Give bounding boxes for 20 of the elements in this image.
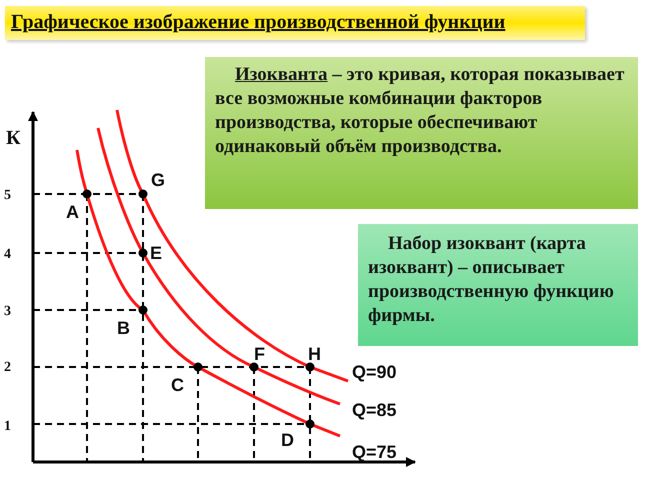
point-label: B (117, 318, 130, 338)
tick-label: 2 (4, 359, 11, 377)
tick-label: 4 (4, 246, 11, 264)
definition-text-box: Набор изоквант (карта изоквант) – описывает производственную функцию фирмы. (358, 224, 638, 346)
point-label: D (281, 430, 294, 450)
point-label: H (308, 344, 321, 364)
axis-label: К (6, 128, 21, 148)
point-label: E (150, 243, 162, 263)
curve-label: Q=75 (352, 442, 397, 462)
title: Графическое изображение производственной функции (11, 11, 506, 34)
curve-label: Q=90 (352, 362, 397, 382)
curve-label: Q=85 (352, 400, 397, 420)
tick-label: 3 (4, 303, 11, 321)
point-label: F (254, 344, 265, 364)
tick-label: 5 (4, 187, 11, 205)
point-label: G (151, 170, 166, 190)
definition-text-box: Изокванта – это кривая, которая показывает все возможные комбинации факторов производства, которые обеспечивают одинаковый объём производства. (205, 57, 638, 209)
point-label: A (66, 202, 79, 222)
tick-label: 1 (4, 418, 11, 436)
point-label: C (171, 375, 184, 395)
